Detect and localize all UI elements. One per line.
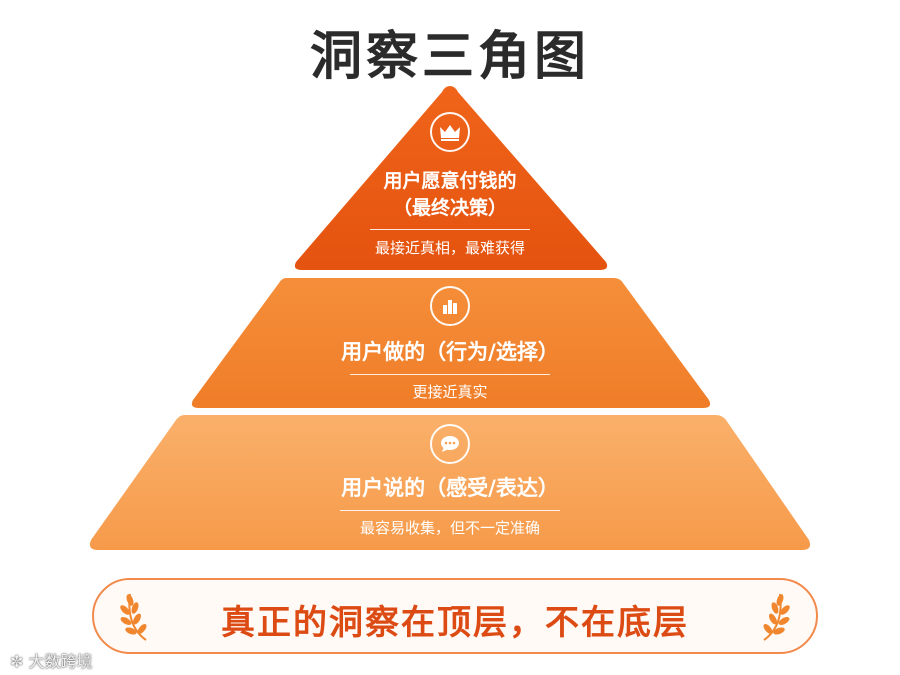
tier-top-subtitle: （最终决策） [392, 197, 507, 219]
tier-top-text: 用户愿意付钱的 （最终决策） 最接近真相，最难获得 [340, 168, 560, 258]
tier-middle-divider [350, 374, 550, 375]
tier-middle-note: 更接近真实 [412, 383, 488, 401]
bar-chart-icon [430, 286, 470, 326]
pyramid-tier-bottom [89, 415, 811, 550]
tier-top-note: 最接近真相，最难获得 [374, 239, 525, 257]
crown-icon [430, 112, 470, 152]
page-title: 洞察三角图 [309, 27, 590, 87]
laurel-left-icon [120, 593, 147, 641]
tier-top-divider [370, 229, 530, 230]
conclusion-banner: 真正的洞察在顶层，不在底层 [92, 578, 818, 654]
tier-bottom-text: 用户说的（感受/表达） 最容易收集，但不一定准确 [290, 474, 610, 538]
chat-bubble-icon [430, 424, 470, 464]
tier-bottom-note: 最容易收集，但不一定准确 [359, 519, 540, 537]
tier-bottom-divider [340, 510, 560, 511]
pyramid-tier-top [294, 86, 608, 270]
watermark-text: 大数跨境 [28, 652, 93, 671]
watermark-logo-icon: ✼ [10, 652, 24, 671]
conclusion-text: 真正的洞察在顶层，不在底层 [221, 603, 689, 643]
laurel-right-icon [763, 593, 790, 641]
tier-bottom-title: 用户说的（感受/表达） [341, 476, 559, 500]
watermark: ✼ 大数跨境 [10, 648, 93, 672]
tier-top-title: 用户愿意付钱的 [383, 170, 517, 192]
tier-middle-title: 用户做的（行为/选择） [341, 340, 559, 364]
pyramid-tier-middle [191, 278, 711, 408]
tier-middle-text: 用户做的（行为/选择） 更接近真实 [300, 338, 600, 402]
